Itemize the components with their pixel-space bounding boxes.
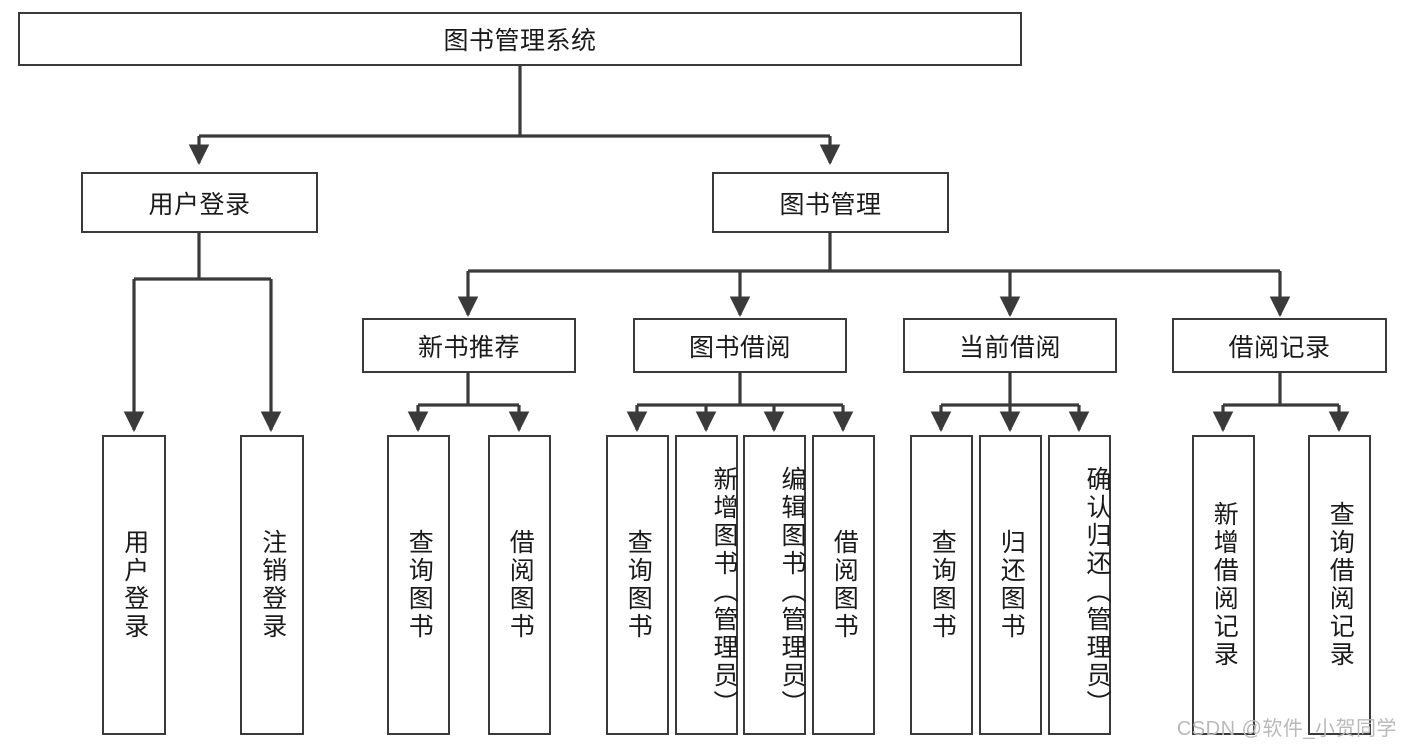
leaf-new-book-query-book[interactable]: 查询图书 [387,435,450,735]
node-borrow-record[interactable]: 借阅记录 [1172,318,1387,373]
leaf-user-login-logout[interactable]: 注销登录 [240,435,304,735]
leaf-book-borrow-edit-book-admin[interactable]: 编辑图书（管理员） [743,435,806,735]
node-root-book-management-system[interactable]: 图书管理系统 [18,12,1022,66]
node-label: 新增借阅记录 [1210,501,1239,669]
node-new-book-recommend[interactable]: 新书推荐 [362,318,576,373]
node-label: 新增图书（管理员） [710,466,738,718]
node-label: 当前借阅 [958,333,1061,362]
node-current-borrow[interactable]: 当前借阅 [903,318,1117,373]
node-label: 查询图书 [624,529,653,641]
node-label: 查询图书 [405,529,434,641]
node-label: 用户登录 [120,529,149,641]
node-label: 注销登录 [258,529,287,641]
node-label: 查询图书 [928,529,957,641]
node-user-login[interactable]: 用户登录 [81,172,318,233]
node-label: 图书借阅 [688,333,791,362]
leaf-book-borrow-query-book[interactable]: 查询图书 [606,435,669,735]
node-label: 新书推荐 [417,333,520,362]
leaf-current-borrow-confirm-return-admin[interactable]: 确认归还（管理员） [1048,435,1111,735]
node-label: 借阅图书 [506,529,535,641]
leaf-current-borrow-query-book[interactable]: 查询图书 [910,435,973,735]
node-label: 查询借阅记录 [1326,501,1355,669]
node-label: 借阅图书 [830,529,859,641]
node-book-management[interactable]: 图书管理 [712,172,949,233]
leaf-new-book-borrow-book[interactable]: 借阅图书 [488,435,551,735]
node-book-borrow[interactable]: 图书借阅 [633,318,847,373]
leaf-book-borrow-borrow-book[interactable]: 借阅图书 [812,435,875,735]
node-label: 归还图书 [997,529,1026,641]
node-label: 用户登录 [148,190,251,219]
node-label: 借阅记录 [1228,333,1331,362]
leaf-borrow-record-add-record[interactable]: 新增借阅记录 [1192,435,1255,735]
leaf-user-login-login[interactable]: 用户登录 [102,435,166,735]
leaf-current-borrow-return-book[interactable]: 归还图书 [979,435,1042,735]
node-label: 图书管理系统 [443,27,597,55]
csdn-watermark: CSDN @软件_小贺同学 [1176,718,1397,740]
node-label: 编辑图书（管理员） [778,466,806,718]
leaf-borrow-record-query-record[interactable]: 查询借阅记录 [1308,435,1371,735]
node-label: 确认归还（管理员） [1083,466,1111,718]
node-label: 图书管理 [779,190,882,219]
leaf-book-borrow-add-book-admin[interactable]: 新增图书（管理员） [675,435,738,735]
